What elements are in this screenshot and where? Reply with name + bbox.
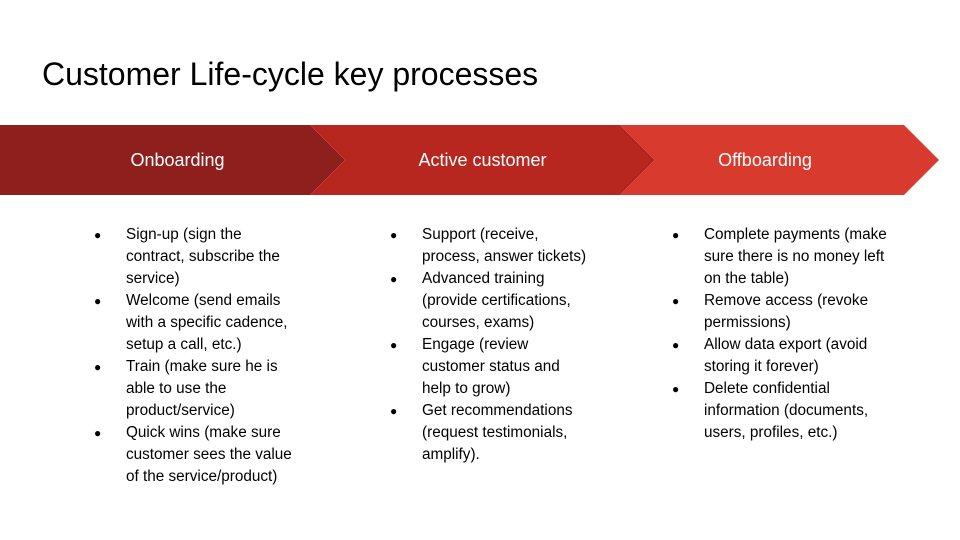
list-item-text: Engage (review customer status and help … bbox=[422, 336, 560, 397]
list-item-text: Sign-up (sign the contract, subscribe th… bbox=[126, 226, 280, 287]
bullet-icon: ● bbox=[390, 272, 398, 286]
list-item: ● Engage (review customer status and help… bbox=[390, 334, 590, 400]
list-item-text: Advanced training (provide certification… bbox=[422, 270, 571, 331]
bullet-icon: ● bbox=[672, 228, 680, 242]
onboarding-process-list: ● Sign-up (sign the contract, subscribe t… bbox=[94, 224, 294, 488]
bullet-icon: ● bbox=[390, 228, 398, 242]
list-item: ● Complete payments (make sure there is n… bbox=[672, 224, 887, 290]
bullet-icon: ● bbox=[94, 360, 102, 374]
list-item: ● Get recommendations (request testimonia… bbox=[390, 400, 590, 466]
stage-arrow-onboarding bbox=[0, 125, 345, 195]
bullet-icon: ● bbox=[94, 228, 102, 242]
list-item-text: Support (receive, process, answer ticket… bbox=[422, 226, 587, 265]
list-item-text: Allow data export (avoid storing it fore… bbox=[704, 336, 868, 375]
bullet-icon: ● bbox=[94, 426, 102, 440]
list-item: ● Train (make sure he is able to use the … bbox=[94, 356, 294, 422]
list-item: ● Delete confidential information (docume… bbox=[672, 378, 887, 444]
list-item: ● Advanced training (provide certificatio… bbox=[390, 268, 590, 334]
list-item-text: Delete confidential information (documen… bbox=[704, 380, 869, 441]
process-arrow-bar bbox=[0, 125, 960, 195]
bullet-icon: ● bbox=[94, 294, 102, 308]
stage-arrow-active-customer bbox=[310, 125, 655, 195]
list-item-text: Remove access (revoke permissions) bbox=[704, 292, 869, 331]
page-title: Customer Life-cycle key processes bbox=[42, 56, 539, 92]
bullet-icon: ● bbox=[672, 338, 680, 352]
offboarding-process-list: ● Complete payments (make sure there is n… bbox=[672, 224, 887, 444]
active-customer-process-list: ● Support (receive, process, answer ticke… bbox=[390, 224, 590, 466]
list-item: ● Remove access (revoke permissions) bbox=[672, 290, 887, 334]
list-item-text: Welcome (send emails with a specific cad… bbox=[126, 292, 288, 353]
list-item: ● Welcome (send emails with a specific ca… bbox=[94, 290, 294, 356]
stage-label-onboarding: Onboarding bbox=[130, 150, 225, 170]
list-item-text: Get recommendations (request testimonial… bbox=[422, 402, 573, 463]
list-item-text: Train (make sure he is able to use the p… bbox=[126, 358, 278, 419]
stage-label-active-customer: Active customer bbox=[418, 150, 547, 170]
bullet-icon: ● bbox=[672, 382, 680, 396]
bullet-icon: ● bbox=[390, 338, 398, 352]
bullet-icon: ● bbox=[390, 404, 398, 418]
list-item: ● Quick wins (make sure customer sees the… bbox=[94, 422, 294, 488]
list-item: ● Sign-up (sign the contract, subscribe t… bbox=[94, 224, 294, 290]
list-item-text: Quick wins (make sure customer sees the … bbox=[126, 424, 292, 485]
process-arrow-graphic bbox=[0, 125, 939, 195]
stage-arrow-offboarding bbox=[620, 125, 939, 195]
stage-label-offboarding: Offboarding bbox=[718, 150, 812, 170]
bullet-icon: ● bbox=[672, 294, 680, 308]
list-item: ● Support (receive, process, answer ticke… bbox=[390, 224, 590, 268]
list-item: ● Allow data export (avoid storing it for… bbox=[672, 334, 887, 378]
list-item-text: Complete payments (make sure there is no… bbox=[704, 226, 887, 287]
